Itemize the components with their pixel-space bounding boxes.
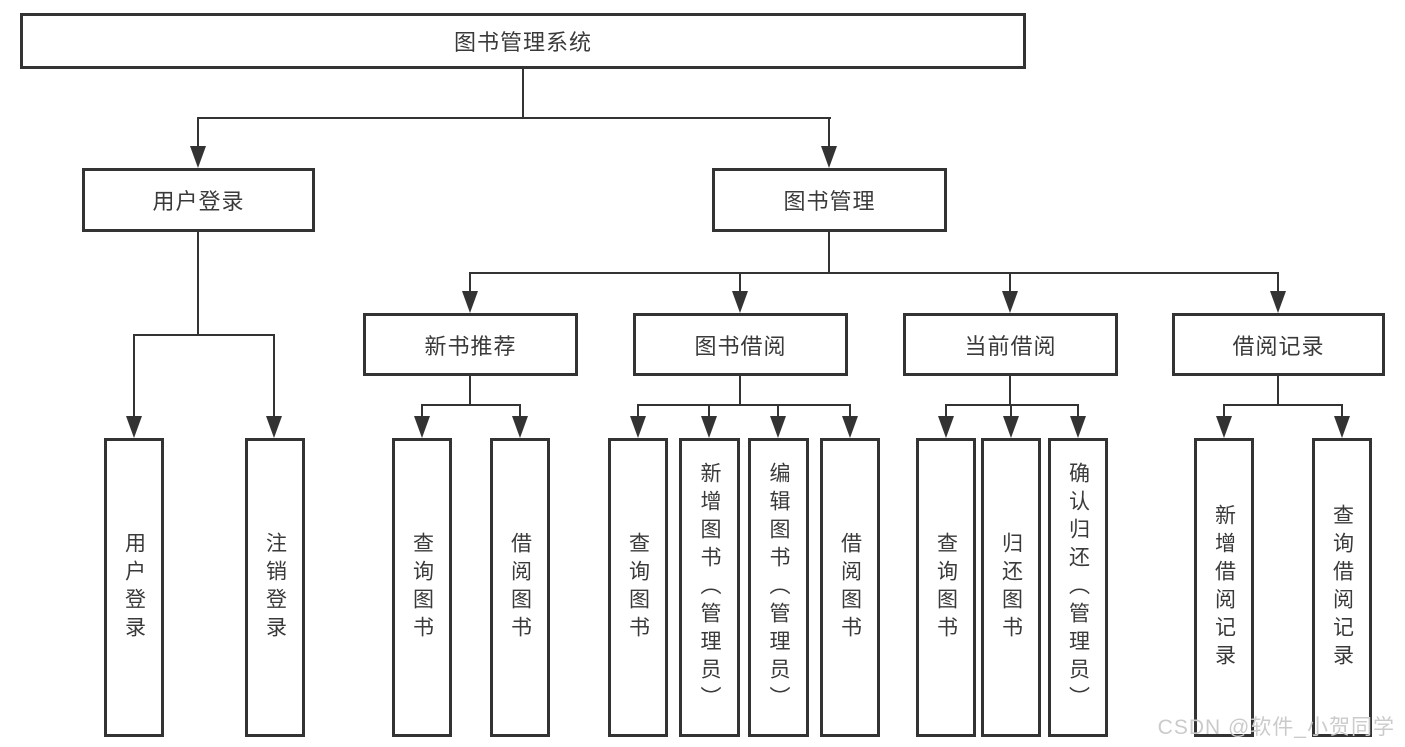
arrowhead-icon — [1334, 416, 1350, 438]
node-book-management: 图书管理 — [712, 168, 947, 232]
leaf-user-login: 用户登录 — [104, 438, 164, 737]
connector-line — [1009, 272, 1011, 296]
leaf-add-borrow-record: 新增借阅记录 — [1194, 438, 1254, 737]
node-new-book-recommend: 新书推荐 — [363, 313, 578, 376]
connector-line — [469, 376, 471, 406]
leaf-query-books-borrowing: 查询图书 — [608, 438, 668, 737]
arrowhead-icon — [512, 416, 528, 438]
connector-line — [1010, 404, 1012, 420]
arrowhead-icon — [1002, 291, 1018, 313]
connector-line — [828, 232, 830, 274]
connector-line — [828, 117, 830, 153]
leaf-query-books-current: 查询图书 — [916, 438, 976, 737]
connector-line — [522, 69, 524, 119]
connector-line — [637, 404, 639, 420]
node-label: 归还图书 — [999, 531, 1023, 644]
connector-line — [1223, 404, 1343, 406]
connector-line — [945, 404, 947, 420]
connector-line — [849, 404, 851, 420]
connector-line — [421, 404, 423, 420]
connector-line — [739, 376, 741, 406]
node-label: 新书推荐 — [424, 333, 517, 359]
connector-line — [197, 117, 831, 119]
node-label: 借阅记录 — [1232, 333, 1325, 359]
arrowhead-icon — [1003, 416, 1019, 438]
node-label: 当前借阅 — [964, 333, 1057, 359]
connector-line — [777, 404, 779, 420]
node-label: 用户登录 — [122, 531, 146, 644]
connector-line — [1223, 404, 1225, 420]
node-label: 借阅图书 — [838, 531, 862, 644]
node-label: 图书借阅 — [694, 333, 787, 359]
arrowhead-icon — [190, 146, 206, 168]
connector-line — [945, 404, 1079, 406]
connector-line — [1277, 376, 1279, 406]
leaf-return-books: 归还图书 — [981, 438, 1041, 737]
node-label: 查询图书 — [410, 531, 434, 644]
leaf-add-books-admin: 新增图书（管理员） — [679, 438, 740, 737]
connector-line — [469, 272, 1279, 274]
connector-line — [637, 404, 851, 406]
leaf-edit-books-admin: 编辑图书（管理员） — [748, 438, 809, 737]
connector-line — [1009, 376, 1011, 406]
connector-line — [739, 272, 741, 296]
arrowhead-icon — [1216, 416, 1232, 438]
connector-line — [273, 334, 275, 420]
leaf-query-borrow-record: 查询借阅记录 — [1312, 438, 1372, 737]
connector-line — [708, 404, 710, 420]
node-label: 查询图书 — [934, 531, 958, 644]
arrowhead-icon — [126, 416, 142, 438]
arrowhead-icon — [770, 416, 786, 438]
node-borrowing-records: 借阅记录 — [1172, 313, 1385, 376]
leaf-borrow-books: 借阅图书 — [820, 438, 880, 737]
node-current-borrowing: 当前借阅 — [903, 313, 1118, 376]
arrowhead-icon — [1270, 291, 1286, 313]
connector-line — [197, 232, 199, 335]
leaf-borrow-books-recommend: 借阅图书 — [490, 438, 550, 737]
connector-line — [519, 404, 521, 420]
arrowhead-icon — [938, 416, 954, 438]
node-label: 新增借阅记录 — [1212, 503, 1236, 672]
leaf-query-books-recommend: 查询图书 — [392, 438, 452, 737]
connector-line — [197, 117, 199, 153]
leaf-logout: 注销登录 — [245, 438, 305, 737]
connector-line — [133, 334, 275, 336]
arrowhead-icon — [701, 416, 717, 438]
node-label: 新增图书（管理员） — [698, 461, 721, 714]
node-label: 查询借阅记录 — [1330, 503, 1354, 672]
node-label: 编辑图书（管理员） — [767, 461, 790, 714]
connector-line — [1341, 404, 1343, 420]
node-label: 借阅图书 — [508, 531, 532, 644]
arrowhead-icon — [732, 291, 748, 313]
node-book-borrowing: 图书借阅 — [633, 313, 848, 376]
arrowhead-icon — [1070, 416, 1086, 438]
node-label: 图书管理 — [783, 189, 876, 214]
csdn-watermark: CSDN @软件_小贺同学 — [1157, 716, 1395, 739]
arrowhead-icon — [414, 416, 430, 438]
arrowhead-icon — [821, 146, 837, 168]
node-label: 用户登录 — [152, 189, 245, 214]
node-user-login: 用户登录 — [82, 168, 315, 232]
node-label: 图书管理系统 — [453, 30, 592, 55]
arrowhead-icon — [266, 416, 282, 438]
connector-line — [133, 334, 135, 420]
node-label: 确认归还（管理员） — [1066, 461, 1090, 714]
arrowhead-icon — [630, 416, 646, 438]
connector-line — [469, 272, 471, 296]
node-root-system: 图书管理系统 — [20, 13, 1026, 69]
arrowhead-icon — [462, 291, 478, 313]
node-label: 查询图书 — [626, 531, 650, 644]
leaf-confirm-return-admin: 确认归还（管理员） — [1048, 438, 1108, 737]
connector-line — [1277, 272, 1279, 296]
connector-line — [1077, 404, 1079, 420]
connector-line — [421, 404, 521, 406]
arrowhead-icon — [842, 416, 858, 438]
node-label: 注销登录 — [263, 531, 287, 644]
